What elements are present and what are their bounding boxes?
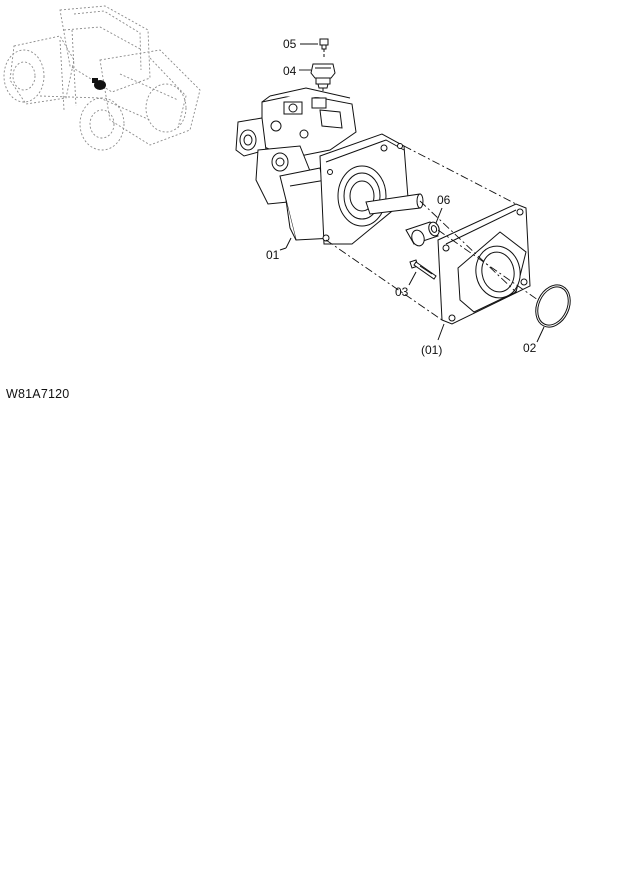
callout-03: 03 [395, 285, 409, 299]
callout-04: 04 [283, 64, 297, 78]
callout-06: 06 [437, 193, 451, 207]
part-03-bolt [408, 259, 437, 286]
callout-leaders [299, 43, 318, 71]
machine-locator-thumbnail [3, 5, 201, 151]
drawing-code: W81A7120 [6, 387, 70, 401]
callout-01-ref: (01) [421, 343, 443, 357]
assembly-centerlines [325, 145, 539, 321]
callout-05: 05 [283, 37, 297, 51]
part-06-coupling [405, 207, 443, 247]
pump-location-marker [92, 78, 106, 90]
part-04-plug [310, 63, 336, 100]
part-01-hydraulic-pump [235, 87, 424, 251]
callout-01: 01 [266, 248, 280, 262]
part-02-o-ring [535, 284, 571, 343]
part-01-adapter-plate [437, 203, 531, 341]
callout-02: 02 [523, 341, 537, 355]
part-05-screw [319, 38, 329, 58]
